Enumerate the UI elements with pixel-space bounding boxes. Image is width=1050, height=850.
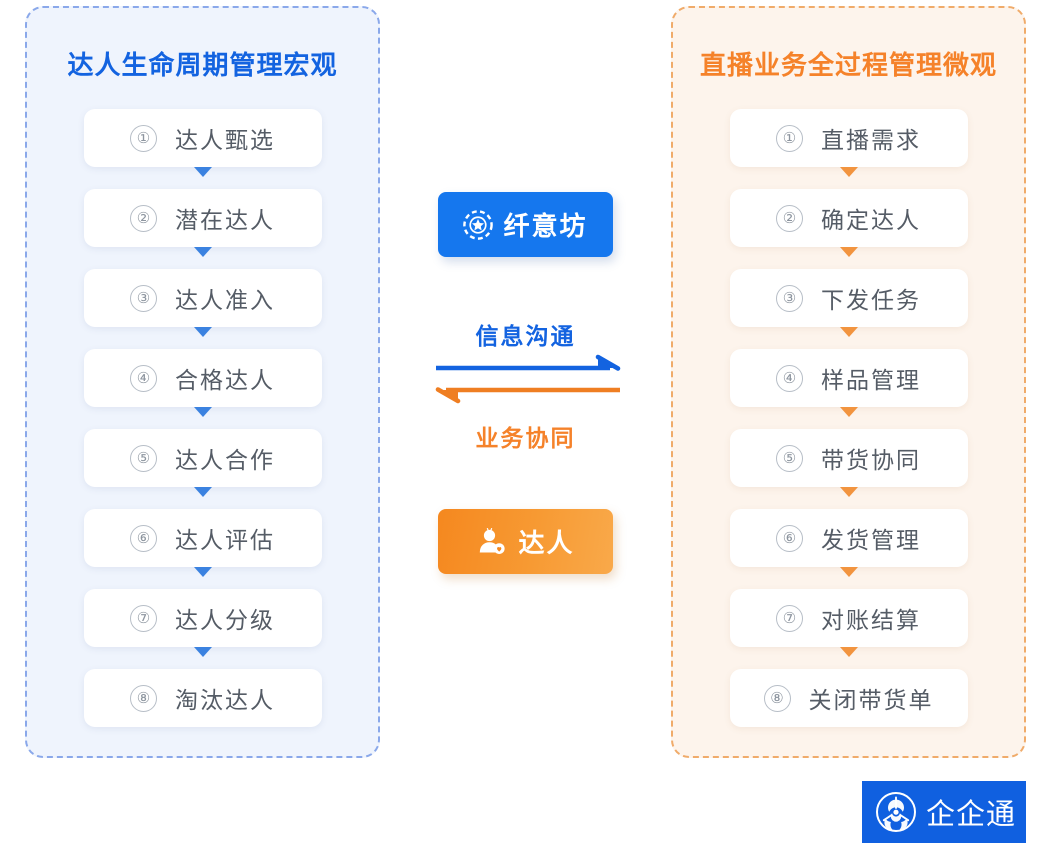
step-number: ⑦ <box>130 604 157 632</box>
list-item[interactable]: ① 达人甄选 <box>27 109 378 189</box>
step-label: 达人评估 <box>175 527 275 553</box>
step-number: ② <box>130 204 157 232</box>
down-arrow-icon <box>193 567 212 577</box>
step-card-right-4[interactable]: ④ 样品管理 <box>729 349 968 407</box>
step-card-right-3[interactable]: ③ 下发任务 <box>729 269 968 327</box>
list-item[interactable]: ④ 样品管理 <box>673 349 1024 429</box>
down-arrow-icon <box>193 167 212 177</box>
down-arrow-icon <box>193 247 212 257</box>
step-number: ④ <box>130 364 157 392</box>
step-number: ① <box>776 124 803 152</box>
step-number: ⑤ <box>776 444 803 472</box>
down-arrow-icon <box>193 647 212 657</box>
step-card-right-5[interactable]: ⑤ 带货协同 <box>729 429 968 487</box>
left-panel-title: 达人生命周期管理宏观 <box>67 50 338 80</box>
step-number: ③ <box>776 284 803 312</box>
step-card-right-8[interactable]: ⑧ 关闭带货单 <box>729 669 968 727</box>
arrow-left-orange <box>435 387 620 404</box>
list-item[interactable]: ⑥ 达人评估 <box>27 509 378 589</box>
step-label: 淘汰达人 <box>175 687 275 713</box>
step-card-right-2[interactable]: ② 确定达人 <box>729 189 968 247</box>
step-card-right-7[interactable]: ⑦ 对账结算 <box>729 589 968 647</box>
list-item[interactable]: ② 确定达人 <box>673 189 1024 269</box>
step-label: 合格达人 <box>175 367 275 393</box>
list-item[interactable]: ③ 达人准入 <box>27 269 378 349</box>
step-number: ⑥ <box>130 524 157 552</box>
step-card-left-5[interactable]: ⑤ 达人合作 <box>83 429 322 487</box>
cooperation-label: 业务协同 <box>475 425 576 451</box>
step-label: 关闭带货单 <box>808 687 934 713</box>
step-label: 达人甄选 <box>175 127 275 153</box>
step-label: 直播需求 <box>821 127 921 153</box>
step-number: ④ <box>776 364 803 392</box>
qqt-emblem-icon <box>876 792 916 832</box>
step-card-left-3[interactable]: ③ 达人准入 <box>83 269 322 327</box>
right-step-list: ① 直播需求 ② 确定达人 ③ 下发任务 <box>673 109 1024 749</box>
company-logo[interactable]: 企企通 <box>862 781 1026 843</box>
step-number: ⑧ <box>763 684 791 712</box>
down-arrow-icon <box>839 247 858 257</box>
right-panel-title: 直播业务全过程管理微观 <box>699 50 997 80</box>
list-item[interactable]: ⑧ 关闭带货单 <box>673 669 1024 749</box>
step-card-left-7[interactable]: ⑦ 达人分级 <box>83 589 322 647</box>
step-label: 发货管理 <box>821 527 921 553</box>
step-card-left-2[interactable]: ② 潜在达人 <box>83 189 322 247</box>
brand-box-label: 纤意坊 <box>503 211 588 241</box>
talent-box[interactable]: 达人 <box>438 509 613 574</box>
step-number: ③ <box>130 284 157 312</box>
step-number: ⑥ <box>776 524 803 552</box>
list-item[interactable]: ⑤ 带货协同 <box>673 429 1024 509</box>
step-number: ⑧ <box>130 684 157 712</box>
down-arrow-icon <box>839 487 858 497</box>
right-panel: 直播业务全过程管理微观 ① 直播需求 ② 确定达人 ③ 下发任务 <box>671 6 1026 758</box>
step-label: 下发任务 <box>821 287 921 313</box>
down-arrow-icon <box>839 167 858 177</box>
step-card-left-6[interactable]: ⑥ 达人评估 <box>83 509 322 567</box>
logo-label: 企企通 <box>926 799 1017 831</box>
step-card-left-4[interactable]: ④ 合格达人 <box>83 349 322 407</box>
list-item[interactable]: ⑥ 发货管理 <box>673 509 1024 589</box>
person-heart-icon <box>480 527 506 554</box>
left-step-list: ① 达人甄选 ② 潜在达人 ③ 达人准入 <box>27 109 378 749</box>
step-number: ⑤ <box>130 444 157 472</box>
left-panel: 达人生命周期管理宏观 ① 达人甄选 ② 潜在达人 ③ 达人准入 <box>25 6 380 758</box>
list-item[interactable]: ② 潜在达人 <box>27 189 378 269</box>
step-card-left-1[interactable]: ① 达人甄选 <box>83 109 322 167</box>
down-arrow-icon <box>839 327 858 337</box>
bidirectional-arrows <box>435 354 621 404</box>
list-item[interactable]: ⑦ 达人分级 <box>27 589 378 669</box>
talent-box-label: 达人 <box>518 528 575 558</box>
step-label: 带货协同 <box>821 447 921 473</box>
down-arrow-icon <box>839 647 858 657</box>
list-item[interactable]: ⑧ 淘汰达人 <box>27 669 378 749</box>
list-item[interactable]: ① 直播需求 <box>673 109 1024 189</box>
down-arrow-icon <box>193 327 212 337</box>
list-item[interactable]: ⑦ 对账结算 <box>673 589 1024 669</box>
step-number: ⑦ <box>776 604 803 632</box>
step-number: ② <box>776 204 803 232</box>
down-arrow-icon <box>839 567 858 577</box>
communication-label: 信息沟通 <box>475 323 576 349</box>
arrow-right-blue <box>436 354 621 371</box>
down-arrow-icon <box>839 407 858 417</box>
list-item[interactable]: ③ 下发任务 <box>673 269 1024 349</box>
step-label: 样品管理 <box>821 367 921 393</box>
step-label: 达人合作 <box>175 447 275 473</box>
step-label: 对账结算 <box>821 607 921 633</box>
step-card-left-8[interactable]: ⑧ 淘汰达人 <box>83 669 322 727</box>
step-label: 潜在达人 <box>175 207 275 233</box>
brand-box[interactable]: 纤意坊 <box>438 192 613 257</box>
list-item[interactable]: ④ 合格达人 <box>27 349 378 429</box>
star-badge-icon <box>463 209 494 240</box>
step-label: 达人准入 <box>175 287 275 313</box>
down-arrow-icon <box>193 487 212 497</box>
step-label: 确定达人 <box>821 207 921 233</box>
down-arrow-icon <box>193 407 212 417</box>
step-label: 达人分级 <box>175 607 275 633</box>
step-card-right-1[interactable]: ① 直播需求 <box>729 109 968 167</box>
step-number: ① <box>130 124 157 152</box>
list-item[interactable]: ⑤ 达人合作 <box>27 429 378 509</box>
step-card-right-6[interactable]: ⑥ 发货管理 <box>729 509 968 567</box>
